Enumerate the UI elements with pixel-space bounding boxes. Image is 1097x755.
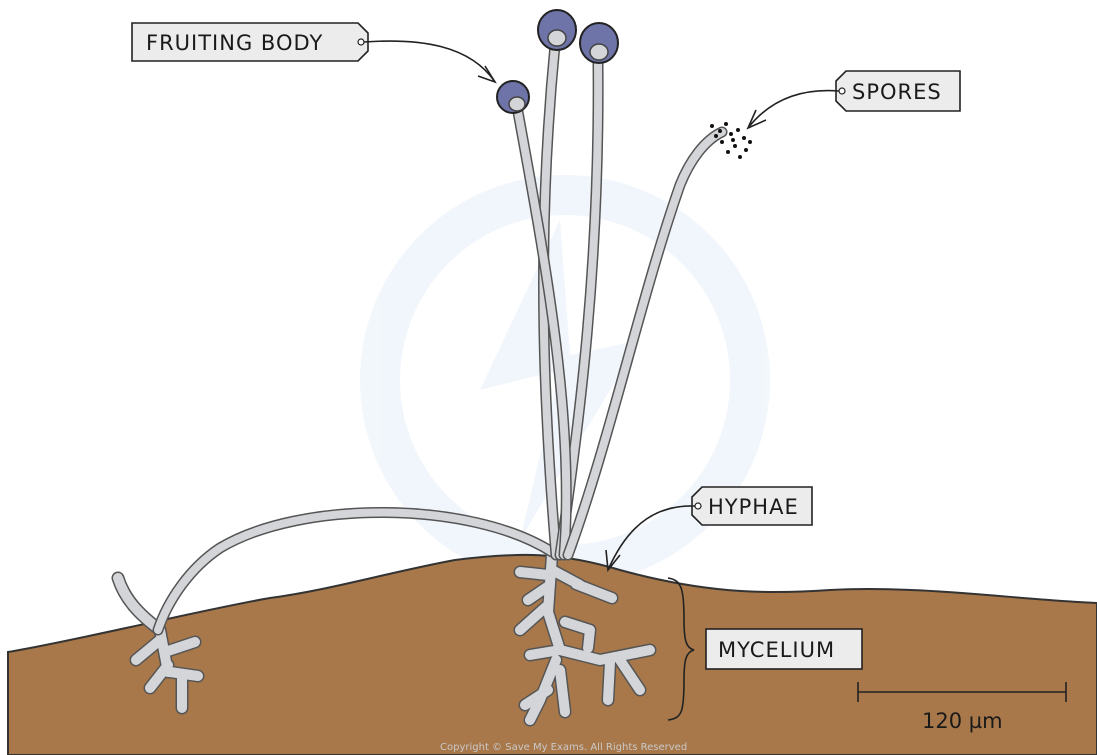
copyright-text: Copyright © Save My Exams. All Rights Re… (440, 742, 687, 753)
fruiting-body-label: FRUITING BODY (132, 23, 495, 82)
fruiting-body-text: FRUITING BODY (146, 31, 323, 55)
mycelium-text: MYCELIUM (718, 638, 835, 662)
scale-bar-text: 120 µm (922, 709, 1003, 733)
spores-label: SPORES (748, 71, 960, 128)
sporangiophores (518, 45, 722, 555)
hyphae-text: HYPHAE (708, 495, 799, 519)
spores-text: SPORES (852, 80, 942, 104)
